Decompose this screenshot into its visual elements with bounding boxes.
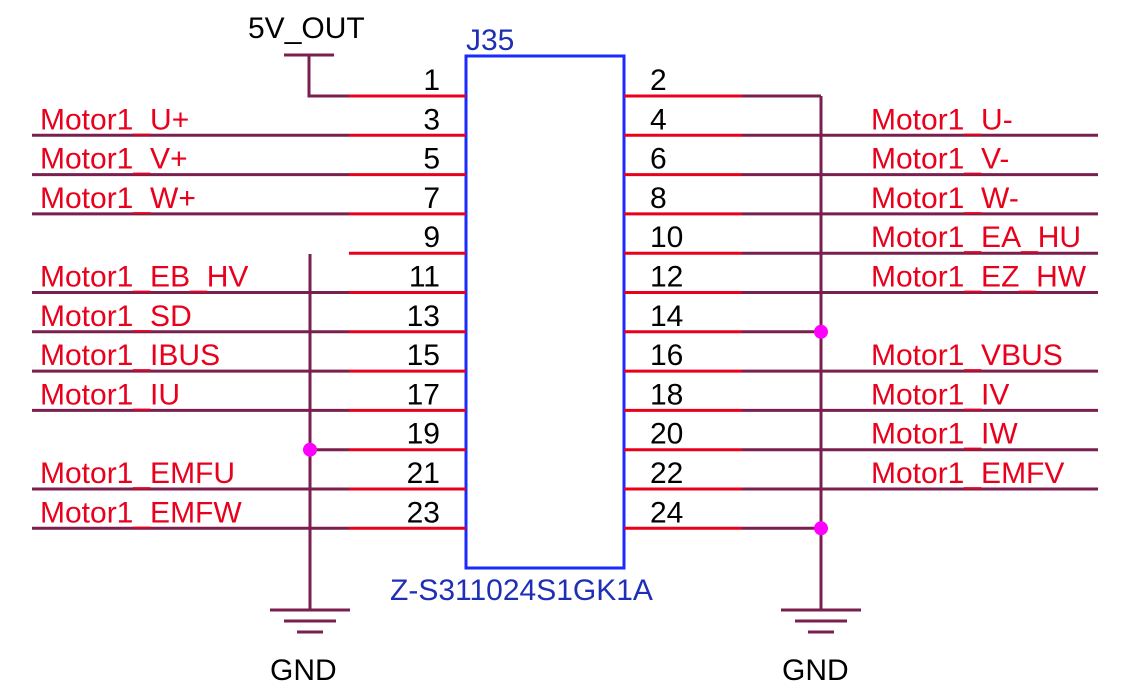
- pin-number-right-20: 20: [650, 418, 683, 451]
- net-label-left-3: Motor1_U+: [40, 103, 189, 136]
- pin-number-left-9: 9: [423, 221, 440, 254]
- pin-number-left-11: 11: [409, 261, 440, 294]
- pin-number-right-14: 14: [650, 300, 683, 333]
- net-label-left-7: Motor1_W+: [40, 182, 196, 215]
- net-label-right-22: Motor1_EMFV: [871, 457, 1064, 490]
- pin-number-right-10: 10: [650, 221, 683, 254]
- pin-number-left-3: 3: [423, 103, 440, 136]
- net-label-left-13: Motor1_SD: [40, 300, 192, 333]
- net-label-left-5: Motor1_V+: [40, 143, 188, 176]
- connector-ref: J35: [466, 24, 514, 57]
- pin-number-right-12: 12: [650, 261, 683, 294]
- pin-number-right-18: 18: [650, 378, 683, 411]
- junction-dot-right-14: [814, 324, 828, 339]
- net-label-right-20: Motor1_IW: [871, 418, 1018, 451]
- net-label-left-15: Motor1_IBUS: [40, 339, 220, 372]
- gnd-label-right: GND: [782, 654, 849, 687]
- pin-number-right-16: 16: [650, 339, 683, 372]
- pin-number-left-21: 21: [407, 457, 440, 490]
- junction-dot-right-24: [814, 521, 828, 536]
- connector-body: [464, 54, 626, 570]
- net-label-right-10: Motor1_EA_HU: [871, 221, 1081, 254]
- net-label-left-21: Motor1_EMFU: [40, 457, 235, 490]
- pin-number-right-8: 8: [650, 182, 667, 215]
- ground-symbol-right: [781, 608, 861, 634]
- net-label-left-11: Motor1_EB_HV: [40, 261, 248, 294]
- pin-number-left-7: 7: [423, 182, 440, 215]
- pin-number-right-24: 24: [650, 496, 683, 529]
- pin-number-left-1: 1: [423, 64, 440, 97]
- ground-symbol-left: [270, 608, 350, 634]
- net-label-right-18: Motor1_IV: [871, 378, 1009, 411]
- net-label-right-6: Motor1_V-: [871, 143, 1009, 176]
- pin-number-right-4: 4: [650, 103, 667, 136]
- net-label-right-4: Motor1_U-: [871, 103, 1013, 136]
- net-label-right-16: Motor1_VBUS: [871, 339, 1063, 372]
- net-label-left-23: Motor1_EMFW: [40, 496, 242, 529]
- power-label-5v: 5V_OUT: [248, 12, 365, 45]
- pin-number-left-23: 23: [407, 496, 440, 529]
- pin-number-right-6: 6: [650, 143, 667, 176]
- pin-number-left-17: 17: [407, 378, 440, 411]
- pin-number-right-2: 2: [650, 64, 667, 97]
- net-label-left-17: Motor1_IU: [40, 378, 180, 411]
- net-label-right-12: Motor1_EZ_HW: [871, 261, 1087, 294]
- pin-number-left-13: 13: [407, 300, 440, 333]
- connector-part-number: Z-S311024S1GK1A: [390, 574, 653, 607]
- junction-dot-left: [303, 442, 317, 457]
- pin-number-left-15: 15: [407, 339, 440, 372]
- pin-number-left-5: 5: [423, 143, 440, 176]
- pin-number-left-19: 19: [407, 418, 440, 451]
- junction-group: [303, 324, 828, 536]
- net-label-right-8: Motor1_W-: [871, 182, 1019, 215]
- pin-number-right-22: 22: [650, 457, 683, 490]
- gnd-label-left: GND: [270, 654, 337, 687]
- power-wire: [307, 55, 349, 98]
